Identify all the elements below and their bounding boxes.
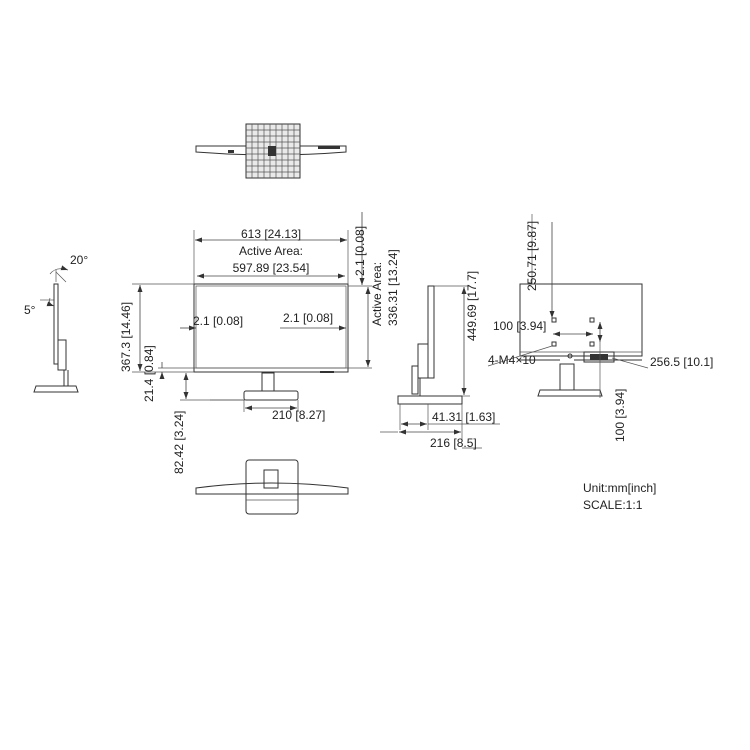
active-height-label: 336.31 [13.24] (386, 249, 400, 326)
bezel-right-label: 2.1 [0.08] (283, 311, 333, 325)
vesa-height-label: 100 [3.94] (613, 389, 627, 442)
vesa-width-label: 100 [3.94] (493, 319, 546, 333)
tilt-back-label: 20° (70, 253, 88, 267)
tilt-view (33, 265, 79, 393)
panel-depth-label: 41.31 [1.63] (432, 410, 495, 424)
active-height-title: Active Area: (370, 262, 384, 326)
bezel-top-label: 2.1 [0.08] (353, 226, 367, 276)
stand-height-label: 82.42 [3.24] (172, 411, 186, 474)
base-depth-label: 216 [8.5] (430, 436, 477, 450)
rear-view (487, 214, 649, 398)
total-height-label: 449.69 [17.7] (465, 271, 479, 341)
vesa-offset-label: 256.5 [10.1] (650, 355, 713, 369)
chin-label: 21.4 [0.84] (142, 345, 156, 402)
front-view (132, 212, 372, 412)
rear-panel (519, 283, 643, 357)
bottom-view (195, 459, 349, 515)
overall-height-label: 367.3 [14.46] (119, 302, 133, 372)
tilt-front-label: 5° (24, 303, 36, 317)
base-width-label: 210 [8.27] (272, 408, 325, 422)
active-width-label: 597.89 [23.54] (233, 261, 310, 275)
overall-width-label: 613 [24.13] (241, 227, 301, 241)
bezel-left-label: 2.1 [0.08] (193, 314, 243, 328)
active-area-label: Active Area: (239, 244, 303, 258)
mount-grid (246, 124, 300, 178)
scale-note: SCALE:1:1 (583, 498, 643, 512)
side-view (380, 285, 500, 449)
top-view (195, 123, 347, 179)
screw-spec-label: 4-M4×10 (488, 353, 536, 367)
unit-note: Unit:mm[inch] (583, 481, 656, 495)
vesa-top-label: 250.71 [9.87] (525, 221, 539, 291)
